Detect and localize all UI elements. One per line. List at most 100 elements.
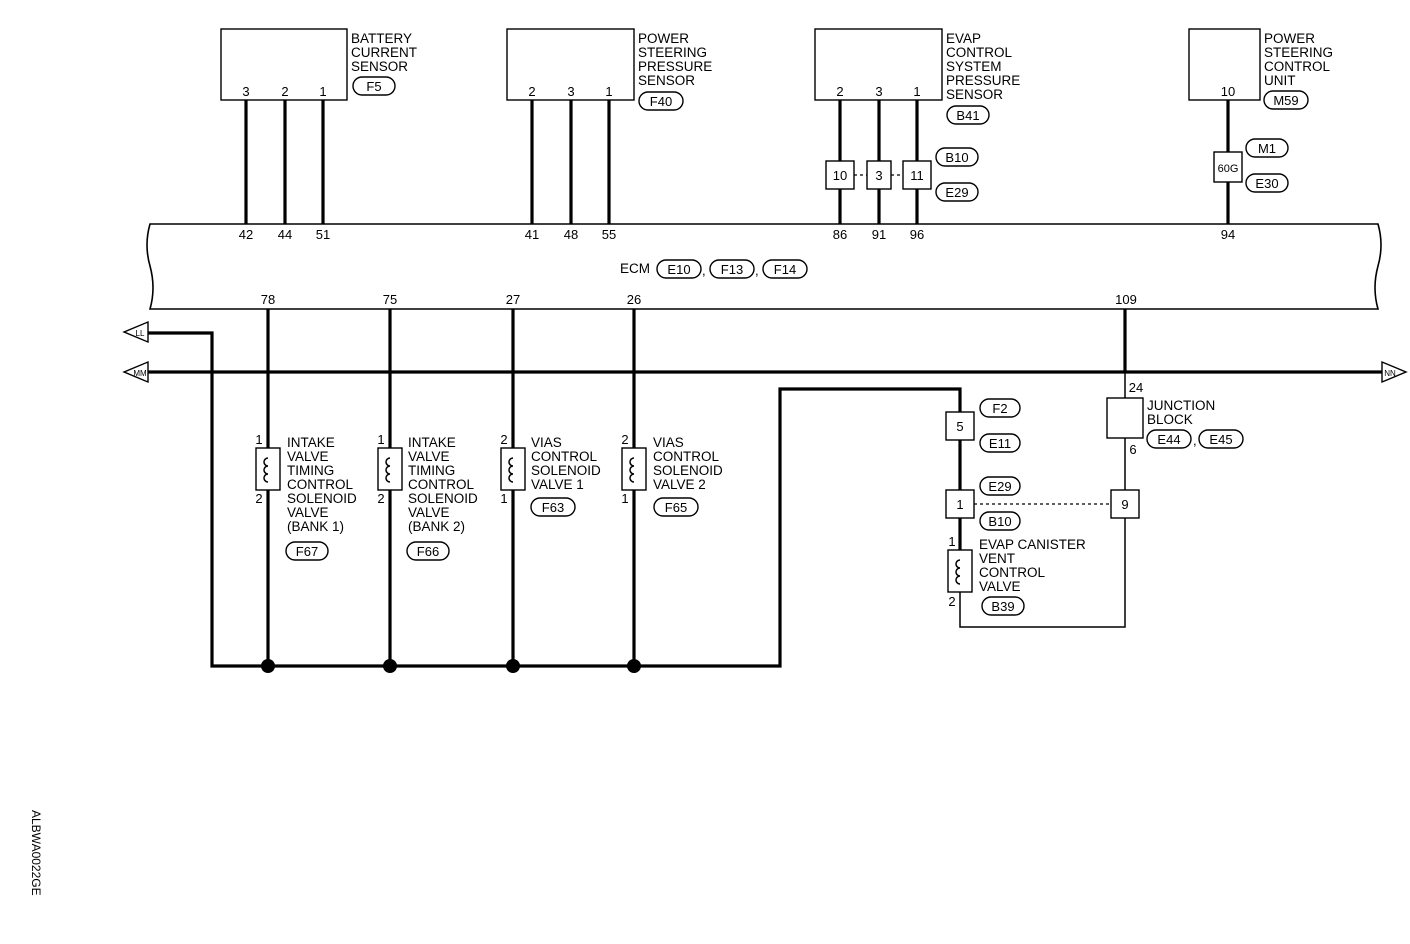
svg-text:F63: F63 xyxy=(542,500,564,515)
svg-text:E29: E29 xyxy=(945,185,968,200)
ivt-bank1-solenoid: 1 2 INTAKE VALVE TIMING CONTROL SOLENOID… xyxy=(255,432,357,561)
svg-text:STEERING: STEERING xyxy=(1264,45,1333,60)
svg-text:5: 5 xyxy=(956,419,963,434)
svg-text:1: 1 xyxy=(913,84,920,99)
svg-text:PRESSURE: PRESSURE xyxy=(638,59,712,74)
svg-text:VIAS: VIAS xyxy=(653,435,684,450)
svg-text:CONTROL: CONTROL xyxy=(531,449,597,464)
svg-text:BATTERY: BATTERY xyxy=(351,31,412,46)
svg-text:109: 109 xyxy=(1115,292,1137,307)
svg-text:CONTROL: CONTROL xyxy=(287,477,353,492)
svg-text:E30: E30 xyxy=(1255,176,1278,191)
svg-text:F65: F65 xyxy=(665,500,687,515)
svg-text:CONTROL: CONTROL xyxy=(946,45,1012,60)
svg-text:F13: F13 xyxy=(721,262,743,277)
svg-text:27: 27 xyxy=(506,292,520,307)
vias1-solenoid: 2 1 VIAS CONTROL SOLENOID VALVE 1 F63 xyxy=(500,432,601,517)
svg-text:3: 3 xyxy=(242,84,249,99)
svg-text:VALVE 1: VALVE 1 xyxy=(531,477,584,492)
svg-text:VALVE: VALVE xyxy=(408,505,450,520)
ecm-pin-51: 51 xyxy=(316,227,330,242)
svg-text:NN: NN xyxy=(1384,369,1396,378)
svg-text:M1: M1 xyxy=(1258,141,1276,156)
svg-text:BLOCK: BLOCK xyxy=(1147,412,1193,427)
svg-text:2: 2 xyxy=(281,84,288,99)
svg-text:B41: B41 xyxy=(956,108,979,123)
arrow-ll: LL xyxy=(122,320,149,344)
svg-text:10: 10 xyxy=(833,168,847,183)
svg-text:60G: 60G xyxy=(1218,163,1239,175)
svg-text:JUNCTION: JUNCTION xyxy=(1147,398,1215,413)
junction-dot xyxy=(506,659,520,673)
svg-text:41: 41 xyxy=(525,227,539,242)
svg-text:SENSOR: SENSOR xyxy=(946,87,1003,102)
svg-text:78: 78 xyxy=(261,292,275,307)
evap-vent-control-valve: 1 2 EVAP CANISTER VENT CONTROL VALVE B39 xyxy=(947,534,1086,616)
ecm-connector-2: F13 xyxy=(709,259,755,279)
svg-text:SENSOR: SENSOR xyxy=(351,59,408,74)
svg-text:CONTROL: CONTROL xyxy=(979,565,1045,580)
svg-text:10: 10 xyxy=(1221,84,1235,99)
svg-text:2: 2 xyxy=(528,84,535,99)
svg-text:1: 1 xyxy=(948,534,955,549)
svg-text:CURRENT: CURRENT xyxy=(351,45,417,60)
junction-dot xyxy=(261,659,275,673)
svg-text:F67: F67 xyxy=(296,544,318,559)
svg-text:SOLENOID: SOLENOID xyxy=(408,491,478,506)
evap-sensor-inline-connector: 10 3 11 B10 E29 xyxy=(825,147,979,202)
evap-vent-inline-connector-top: 5 F2 E11 xyxy=(945,398,1021,453)
ecm-pin-44: 44 xyxy=(278,227,292,242)
svg-text:1: 1 xyxy=(605,84,612,99)
svg-text:VALVE: VALVE xyxy=(408,449,450,464)
svg-text:96: 96 xyxy=(910,227,924,242)
svg-text:48: 48 xyxy=(564,227,578,242)
vias2-solenoid: 2 1 VIAS CONTROL SOLENOID VALVE 2 F65 xyxy=(621,432,723,517)
evap-pressure-sensor: 2 3 1 EVAP CONTROL SYSTEM PRESSURE SENSO… xyxy=(814,28,1020,125)
svg-text:1: 1 xyxy=(621,491,628,506)
svg-text:2: 2 xyxy=(948,594,955,609)
svg-text:POWER: POWER xyxy=(1264,31,1315,46)
svg-text:2: 2 xyxy=(255,491,262,506)
svg-text:CONTROL: CONTROL xyxy=(1264,59,1330,74)
arrow-mm: MM xyxy=(122,360,149,384)
svg-text:1: 1 xyxy=(500,491,507,506)
junction-dot xyxy=(627,659,641,673)
svg-text:6: 6 xyxy=(1129,442,1136,457)
ps-control-unit-inline-connector: 60G M1 E30 xyxy=(1213,138,1289,193)
svg-text:MM: MM xyxy=(133,369,147,378)
svg-text:VALVE: VALVE xyxy=(979,579,1021,594)
svg-text:9: 9 xyxy=(1121,497,1128,512)
svg-text:,: , xyxy=(702,263,706,278)
svg-text:SYSTEM: SYSTEM xyxy=(946,59,1002,74)
svg-text:(BANK 2): (BANK 2) xyxy=(408,519,465,534)
svg-text:1: 1 xyxy=(956,497,963,512)
svg-text:1: 1 xyxy=(255,432,262,447)
svg-text:F40: F40 xyxy=(650,94,672,109)
svg-text:F66: F66 xyxy=(417,544,439,559)
svg-text:INTAKE: INTAKE xyxy=(287,435,335,450)
svg-text:,: , xyxy=(1193,433,1197,448)
svg-text:E44: E44 xyxy=(1157,432,1180,447)
svg-text:F5: F5 xyxy=(366,79,381,94)
svg-text:F14: F14 xyxy=(774,262,796,277)
svg-text:B10: B10 xyxy=(988,514,1011,529)
power-steering-pressure-sensor: 2 3 1 POWER STEERING PRESSURE SENSOR F40 xyxy=(506,28,712,111)
svg-text:(BANK 1): (BANK 1) xyxy=(287,519,344,534)
svg-text:3: 3 xyxy=(875,84,882,99)
svg-text:F2: F2 xyxy=(992,401,1007,416)
svg-text:CONTROL: CONTROL xyxy=(408,477,474,492)
svg-text:1: 1 xyxy=(377,432,384,447)
svg-text:,: , xyxy=(755,263,759,278)
svg-text:VENT: VENT xyxy=(979,551,1015,566)
svg-text:3: 3 xyxy=(875,168,882,183)
svg-text:75: 75 xyxy=(383,292,397,307)
svg-text:POWER: POWER xyxy=(638,31,689,46)
svg-text:2: 2 xyxy=(500,432,507,447)
svg-text:55: 55 xyxy=(602,227,616,242)
ecm-pin-42: 42 xyxy=(239,227,253,242)
svg-text:26: 26 xyxy=(627,292,641,307)
svg-text:E29: E29 xyxy=(988,479,1011,494)
svg-text:2: 2 xyxy=(377,491,384,506)
svg-text:VALVE: VALVE xyxy=(287,449,329,464)
